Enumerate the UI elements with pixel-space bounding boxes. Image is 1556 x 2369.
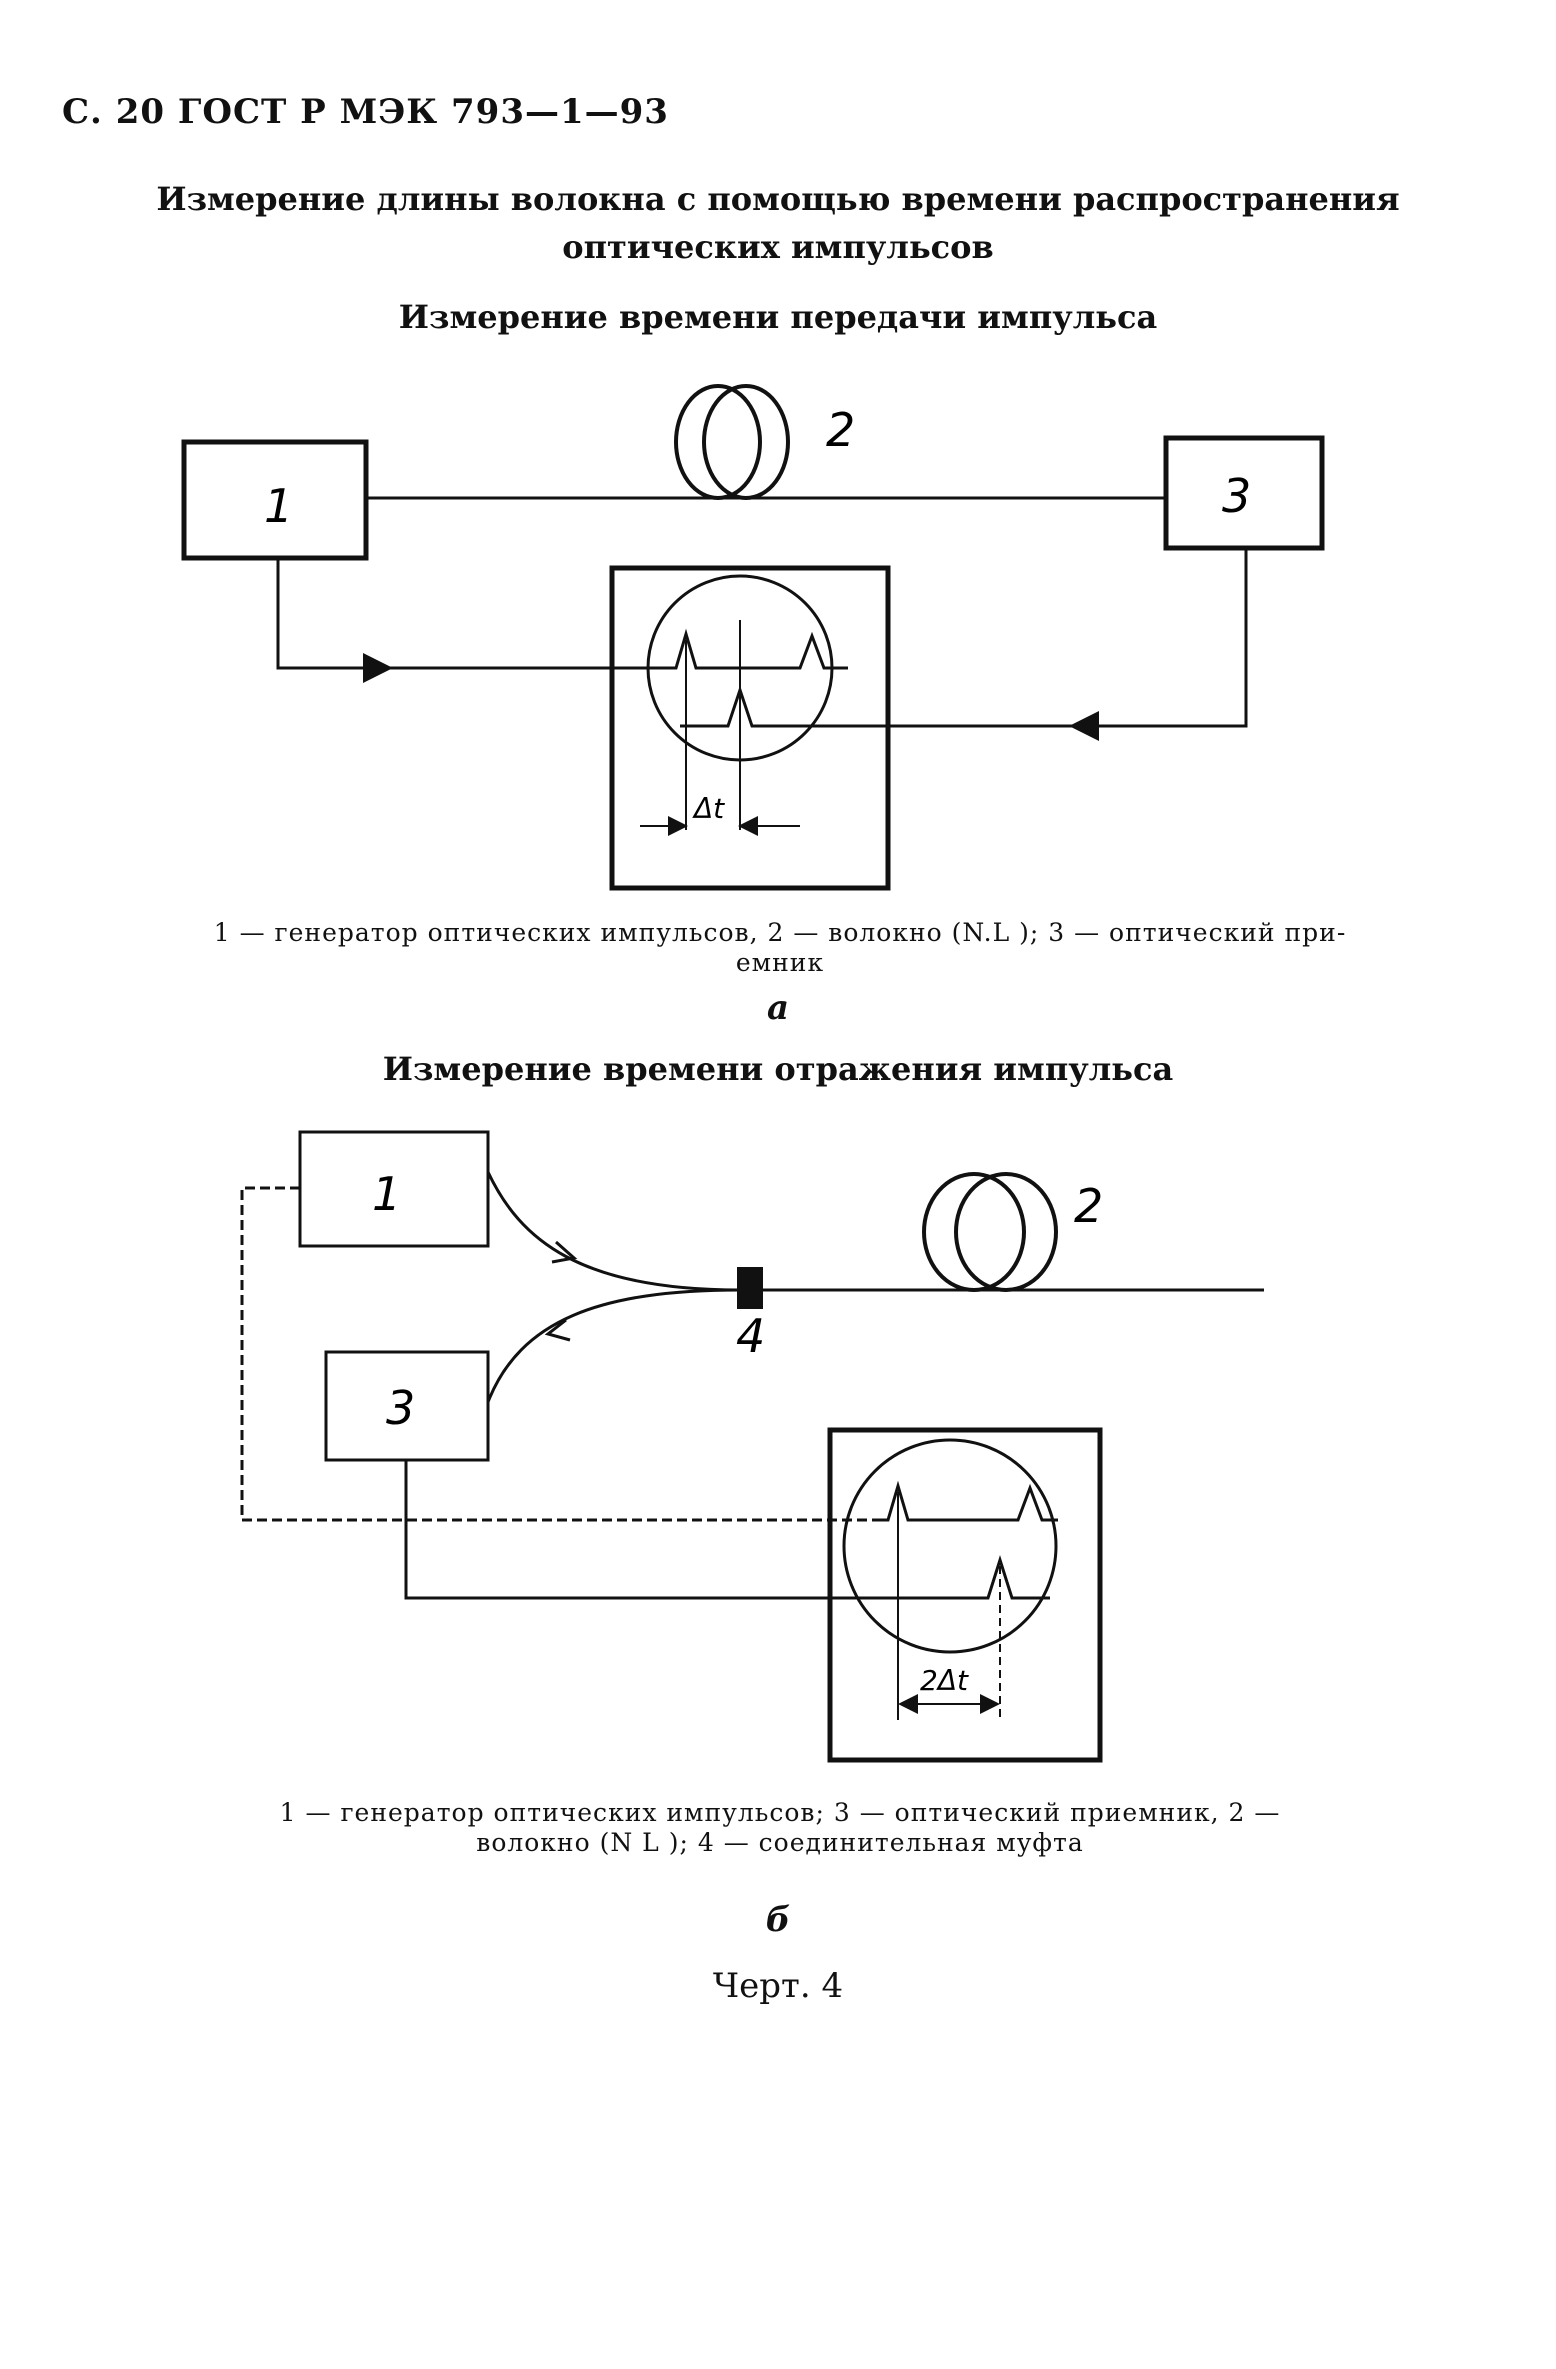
fiber-coil-a	[674, 384, 790, 500]
oscilloscope-box-a	[609, 565, 891, 891]
trigger-trace-a	[276, 558, 393, 683]
trace-bottom-a	[680, 685, 1072, 728]
page-header: С. 20 ГОСТ Р МЭК 793—1—93	[62, 92, 669, 132]
fiber-label-b: 2	[1074, 1179, 1103, 1233]
receiver-box-a	[1163, 435, 1325, 551]
generator-label-b: 1	[372, 1167, 401, 1221]
diagram-a	[181, 384, 1325, 891]
generator-label-a: 1	[264, 479, 293, 533]
diagram-b	[240, 1130, 1264, 1763]
receiver-label-b: 3	[386, 1381, 415, 1435]
generator-fiber-b	[486, 1171, 741, 1292]
generator-box-a	[181, 439, 369, 561]
fiber-coil-b	[922, 1172, 1058, 1292]
receiver-label-a: 3	[1222, 469, 1251, 523]
receiver-line-a	[1069, 548, 1248, 741]
trigger-trace-b	[240, 1186, 880, 1522]
main-title-line2: оптических импульсов	[562, 228, 994, 266]
diagram-b-title: Измерение времени отражения импульса	[382, 1050, 1174, 1088]
reflect-arrow-b	[544, 1318, 571, 1342]
receiver-trace-b	[404, 1460, 1050, 1600]
diagram-a-title: Измерение времени передачи импульса	[398, 298, 1158, 336]
oscilloscope-box-b	[827, 1427, 1103, 1763]
trace-top-a	[390, 628, 848, 670]
caption-b-line2: волокно (N L ); 4 — соединительная муфта	[476, 1828, 1084, 1857]
figure-label: Черт. 4	[712, 1966, 844, 2006]
main-title-line1: Измерение длины волокна с помощью времен…	[156, 180, 1400, 218]
diagram-b-letter: б	[765, 1900, 791, 1940]
diagram-a-letter: а	[766, 988, 790, 1028]
caption-a-line2: емник	[735, 948, 825, 977]
trace-top-b	[880, 1480, 1058, 1522]
coupler-label-b: 4	[736, 1309, 765, 1363]
delta-label-a: Δt	[692, 792, 725, 825]
forward-arrow-b	[551, 1240, 578, 1264]
caption-b-line1: 1 — генератор оптических импульсов; 3 — …	[279, 1798, 1281, 1827]
delta-label-b: 2Δt	[920, 1664, 969, 1697]
coupler-b	[737, 1267, 763, 1309]
fiber-label-a: 2	[826, 403, 855, 457]
oscilloscope-screen-b	[842, 1438, 1058, 1654]
caption-a-line1: 1 — генератор оптических импульсов, 2 — …	[213, 918, 1347, 947]
receiver-fiber-b	[486, 1288, 741, 1403]
